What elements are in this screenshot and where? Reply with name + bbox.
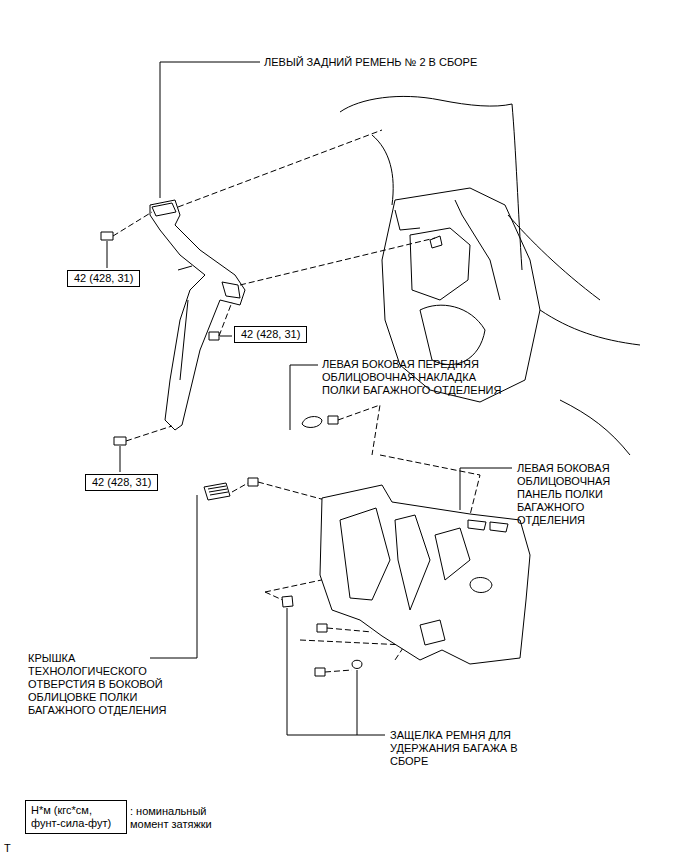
box-text: 42 (428, 31) — [241, 328, 300, 341]
legend-description: : номинальный момент затяжки — [130, 805, 222, 831]
torque-box: 42 (428, 31) — [234, 326, 307, 343]
part-name: ЛЕВАЯ БОКОВАЯ ОБЛИЦОВОЧНАЯ ПАНЕЛЬ ПОЛКИ … — [517, 462, 642, 527]
part-name: КРЫШКА ТЕХНОЛОГИЧЕСКОГО ОТВЕРСТИЯ В БОКО… — [28, 652, 190, 717]
figure-code: T — [4, 842, 11, 855]
part-name: ЛЕВЫЙ ЗАДНИЙ РЕМЕНЬ № 2 В СБОРЕ — [264, 56, 477, 69]
torque-legend-box: Н*м (кгс*см, фунт-сила-фут): номинальный… — [25, 800, 127, 834]
box-text: Н*м (кгс*см, фунт-сила-фут) — [31, 804, 121, 830]
box-text: 42 (428, 31) — [92, 476, 151, 489]
box-text: 42 (428, 31) — [74, 272, 133, 285]
part-name: ЛЕВАЯ БОКОВАЯ ПЕРЕДНЯЯ ОБЛИЦОВОЧНАЯ НАКЛ… — [322, 358, 504, 397]
part-name: ЗАЩЕЛКА РЕМНЯ ДЛЯ УДЕРЖАНИЯ БАГАЖА В СБО… — [390, 729, 540, 768]
torque-box: 42 (428, 31) — [67, 270, 140, 287]
torque-box: 42 (428, 31) — [85, 474, 158, 491]
